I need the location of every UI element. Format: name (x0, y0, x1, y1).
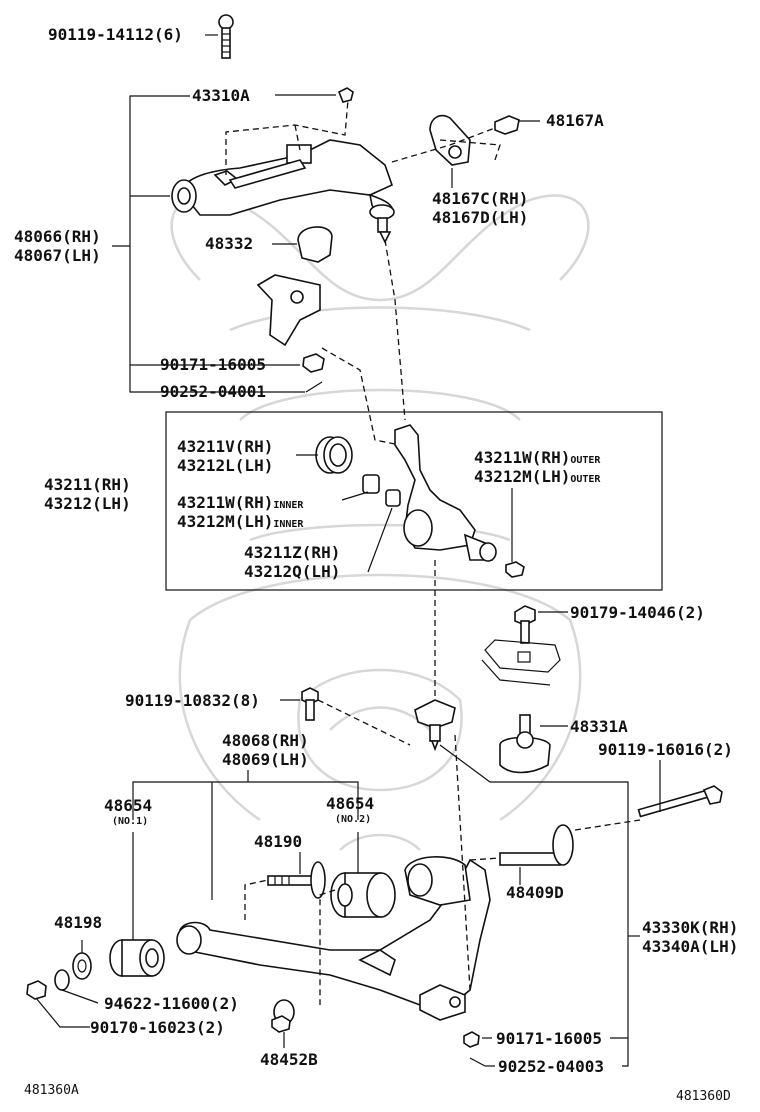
upper-bolt (218, 14, 234, 59)
label-cam-bolt: 48190 (254, 832, 303, 851)
bushing-no1 (109, 939, 165, 977)
lower-bolt (637, 785, 723, 818)
knuckle-box (165, 411, 663, 591)
label-seal-rh: 43211V(RH) (177, 437, 274, 456)
oil-seal (315, 436, 353, 474)
stabilizer-bolt (514, 605, 536, 644)
label-outer-bearing-lh: 43212M(LH)OUTER (474, 468, 600, 486)
watermark-emblem (170, 194, 590, 851)
ball-joint-48331A (499, 714, 551, 774)
label-bushing-no2-note: (NO.2) (335, 814, 372, 825)
label-inner-bearing-rh: 43211W(RH)INNER (177, 494, 303, 512)
label-cam-plate: 48167A (546, 111, 604, 130)
label-knuckle-rh: 43211(RH) (44, 475, 131, 494)
note: INNER (273, 500, 304, 511)
label-bushing-no1: 48654 (104, 796, 153, 815)
part-number: 90119-16016 (598, 740, 704, 759)
upper-arm (171, 99, 395, 244)
label-upper-nut: 90171-16005 (160, 355, 266, 374)
label-upper-arm-shaft: 43310A (192, 86, 250, 105)
part-number: 94622-11600 (104, 994, 210, 1013)
caption-right: 481360D (676, 1089, 731, 1104)
label-lower-assy-lh: 43340A(LH) (642, 937, 739, 956)
lower-ball-joint-bolt (301, 687, 319, 721)
label-retainer: 94622-11600(2) (104, 995, 239, 1013)
lower-arm-bracket (132, 770, 359, 900)
steering-knuckle (394, 424, 497, 562)
label-lower-pin: 90252-04003 (498, 1057, 604, 1076)
label-upper-pin: 90252-04001 (160, 382, 266, 401)
label-stopper-rh: 48167C(RH) (432, 189, 529, 208)
small-bolt (337, 87, 354, 103)
lower-shaft (499, 824, 574, 866)
bushing-no2 (330, 872, 396, 918)
label-bump-stopper: 48332 (205, 234, 254, 253)
cam-bolt (267, 861, 326, 899)
label-lower-shaft: 48409D (506, 883, 564, 902)
label-upper-bolt: 90119-14112(6) (48, 26, 183, 44)
part-number: 43211W(RH) (177, 493, 274, 512)
label-lower-bolt: 90119-16016(2) (598, 741, 733, 759)
label-seal-lh: 43212L(LH) (177, 456, 274, 475)
label-lower-ball-joint: 48331A (570, 717, 628, 736)
label-bushing-no2: 48654 (326, 794, 375, 813)
note: OUTER (570, 474, 601, 485)
label-knuckle-lh: 43212(LH) (44, 494, 131, 513)
part-number: 90179-14046 (570, 603, 676, 622)
label-spacer-rh: 43211Z(RH) (244, 543, 341, 562)
label-upper-arm-lh: 48067(LH) (14, 246, 101, 265)
label-inner-bearing-lh: 43212M(LH)INNER (177, 513, 303, 531)
part-number: 90119-10832 (125, 691, 231, 710)
quantity: (2) (195, 1018, 225, 1037)
label-lower-assy-rh: 43330K(RH) (642, 918, 739, 937)
bump-stopper (256, 226, 333, 347)
lower-knuckle-nut (463, 1031, 480, 1048)
label-upper-arm-rh: 48066(RH) (14, 227, 101, 246)
label-spacer-lh: 43212Q(LH) (244, 562, 341, 581)
label-cam-plate-lower: 48452B (260, 1050, 318, 1069)
inner-bearing (362, 474, 401, 507)
note: INNER (273, 519, 304, 530)
label-lower-nut: 90170-16023(2) (90, 1019, 225, 1037)
outer-bearing (505, 561, 525, 578)
cam-plate (429, 114, 520, 166)
label-lower-ball-joint-bolt: 90119-10832(8) (125, 692, 260, 710)
label-outer-bearing-rh: 43211W(RH)OUTER (474, 449, 600, 467)
upper-pin (305, 381, 323, 393)
label-stopper-lh: 48167D(LH) (432, 208, 529, 227)
note: OUTER (570, 455, 601, 466)
quantity: (8) (230, 691, 260, 710)
quantity: (2) (209, 994, 239, 1013)
quantity: (2) (703, 740, 733, 759)
quantity: (2) (675, 603, 705, 622)
part-number: 90170-16023 (90, 1018, 196, 1037)
label-lower-arm-lh: 48069(LH) (222, 750, 309, 769)
washer (72, 952, 92, 980)
quantity: (6) (153, 25, 183, 44)
label-stabilizer-bolt: 90179-14046(2) (570, 604, 705, 622)
label-bushing-no1-note: (NO.1) (112, 816, 149, 827)
upper-arm-bracket (112, 95, 305, 393)
cam-plate-lower (271, 999, 295, 1033)
part-number: 43211W(RH) (474, 448, 571, 467)
lower-assy-bracket (439, 744, 640, 1067)
lower-nut (26, 980, 47, 1000)
label-washer: 48198 (54, 913, 103, 932)
part-number: 43212M(LH) (474, 467, 571, 486)
lower-ball-joint (414, 699, 456, 752)
part-number: 43212M(LH) (177, 512, 274, 531)
label-lower-knuckle-nut: 90171-16005 (496, 1029, 602, 1048)
retainer (54, 969, 70, 991)
label-lower-arm-rh: 48068(RH) (222, 731, 309, 750)
caption-left: 481360A (24, 1083, 79, 1098)
upper-nut (302, 353, 325, 373)
part-number: 90119-14112 (48, 25, 154, 44)
lower-arm (176, 855, 491, 1021)
